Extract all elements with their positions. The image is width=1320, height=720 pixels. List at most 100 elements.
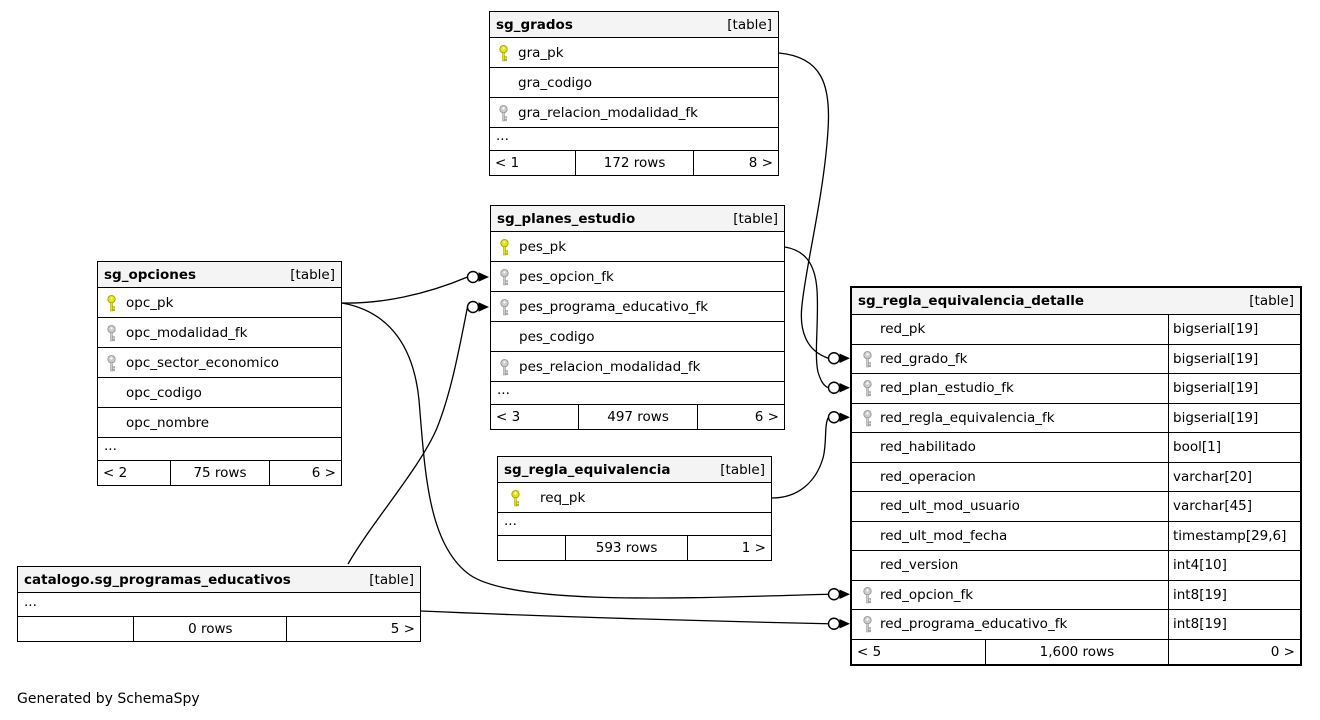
column-type: int4[10] (1168, 551, 1300, 580)
table-node-catalogo.sg_programas_educativos[interactable]: catalogo.sg_programas_educativos[table].… (17, 566, 421, 642)
relationship-edge (341, 270, 489, 304)
table-header: sg_planes_estudio [table] (491, 206, 784, 232)
column-name: red_habilitado (880, 439, 976, 455)
column-row: pes_programa_educativo_fk (491, 292, 784, 322)
table-node-sg_grados[interactable]: sg_grados [table] gra_pk gra_codigo gra_rela… (489, 11, 779, 176)
column-name: red_pk (880, 321, 926, 337)
table-type-tag: [table] (727, 16, 772, 33)
column-name: red_plan_estudio_fk (880, 380, 1014, 396)
column-row: red_pk bigserial[19] (852, 315, 1300, 345)
arrowhead-icon (478, 272, 489, 282)
foreign-key-icon (499, 268, 510, 285)
footer-next-count: 6 > (754, 409, 779, 425)
arrowhead-icon (478, 302, 489, 312)
column-name: red_regla_equivalencia_fk (880, 409, 1055, 426)
column-type: bool[1] (1168, 433, 1300, 462)
table-node-sg_planes_estudio[interactable]: sg_planes_estudio [table] pes_pk pes_opcion… (490, 205, 785, 430)
column-type: bigserial[19] (1168, 403, 1300, 432)
footer-next-count: 8 > (748, 155, 773, 171)
foreign-key-icon (498, 104, 509, 121)
column-name: red_version (880, 557, 959, 573)
column-name: red_ult_mod_fecha (880, 527, 1008, 544)
column-row: pes_pk (491, 232, 784, 262)
arrowhead-icon (839, 412, 850, 423)
column-row: opc_sector_economico (98, 348, 341, 378)
footer-next-count: 6 > (311, 465, 336, 481)
column-row: gra_codigo (490, 68, 778, 98)
column-row: opc_pk (98, 288, 341, 318)
table-title[interactable]: sg_grados (496, 16, 573, 33)
column-type: bigserial[19] (1168, 315, 1300, 344)
table-title[interactable]: sg_planes_estudio (497, 210, 636, 227)
footer-next-count: 5 > (390, 621, 415, 637)
column-row: red_operacion varchar[20] (852, 462, 1300, 492)
column-row: red_version int4[10] (852, 551, 1300, 581)
foreign-key-icon (862, 350, 873, 367)
columns-ellipsis: ... (490, 128, 778, 151)
column-name: opc_sector_economico (126, 355, 280, 371)
footer-prev-count: < 2 (103, 465, 128, 481)
generated-by-note: Generated by SchemaSpy (17, 691, 200, 707)
footer-next-count: 0 > (1270, 643, 1295, 660)
footer-prev-count: < 5 (857, 643, 882, 660)
table-header: sg_grados [table] (490, 12, 778, 38)
column-name: pes_pk (519, 239, 567, 255)
foreign-key-icon (862, 586, 873, 603)
columns-ellipsis: ... (491, 382, 784, 405)
table-title[interactable]: sg_regla_equivalencia_detalle (858, 293, 1085, 309)
table-footer: < 5 1,600 rows 0 > (852, 639, 1300, 664)
footer-prev-count (498, 536, 565, 560)
table-node-sg_opciones[interactable]: sg_opciones [table] opc_pk opc_modalidad_fk… (97, 261, 342, 486)
table-type-tag: [table] (720, 461, 765, 478)
foreign-key-icon (862, 409, 873, 426)
column-row: gra_relacion_modalidad_fk (490, 98, 778, 128)
column-row: req_pk (498, 483, 771, 513)
column-name: gra_codigo (518, 75, 592, 91)
column-row: gra_pk (490, 38, 778, 68)
footer-row-count: 172 rows (575, 151, 694, 175)
arrowhead-icon (839, 382, 850, 393)
table-type-tag: [table] (290, 266, 335, 283)
primary-key-icon (510, 489, 521, 506)
primary-key-icon (499, 238, 510, 255)
column-name: opc_modalidad_fk (126, 325, 248, 341)
column-row: opc_codigo (98, 378, 341, 408)
arrowhead-icon (839, 353, 850, 364)
table-footer: 0 rows 5 > (18, 617, 420, 641)
footer-prev-count: < 3 (496, 409, 521, 425)
column-type: varchar[20] (1168, 462, 1300, 491)
column-name: red_operacion (880, 468, 976, 485)
table-header: sg_regla_equivalencia [table] (498, 457, 771, 483)
table-title[interactable]: sg_regla_equivalencia (504, 461, 671, 478)
column-row: pes_relacion_modalidad_fk (491, 352, 784, 382)
column-name: pes_opcion_fk (519, 269, 614, 285)
columns-ellipsis: ... (498, 513, 771, 536)
zero-or-more-circle-icon (827, 352, 841, 365)
table-title[interactable]: catalogo.sg_programas_educativos (24, 571, 291, 588)
column-row: opc_modalidad_fk (98, 318, 341, 348)
footer-row-count: 1,600 rows (984, 639, 1170, 664)
zero-or-more-circle-icon (827, 411, 841, 424)
relationship-edge (784, 246, 850, 394)
footer-prev-count: < 1 (495, 155, 520, 171)
arrowhead-icon (839, 589, 850, 600)
table-node-sg_regla_equivalencia_detalle[interactable]: sg_regla_equivalencia_detalle [table] red_… (850, 286, 1302, 666)
zero-or-more-circle-icon (827, 588, 841, 601)
table-type-tag: [table] (1249, 293, 1294, 309)
column-type: int8[19] (1168, 580, 1300, 609)
table-type-tag: [table] (733, 210, 778, 227)
table-node-sg_regla_equivalencia[interactable]: sg_regla_equivalencia [table] req_pk...593… (497, 456, 772, 561)
zero-or-more-circle-icon (827, 617, 841, 630)
table-title[interactable]: sg_opciones (104, 266, 197, 283)
column-name: gra_relacion_modalidad_fk (518, 105, 698, 121)
footer-next-count: 1 > (741, 540, 766, 556)
column-type: varchar[45] (1168, 492, 1300, 521)
footer-row-count: 0 rows (133, 617, 288, 641)
